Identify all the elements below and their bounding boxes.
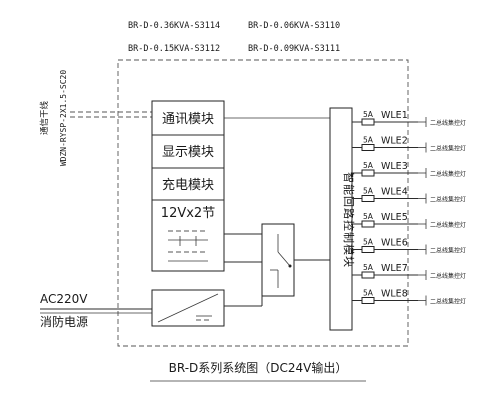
display-module: 显示模块 <box>162 145 214 160</box>
fuse-icon <box>361 195 375 202</box>
output-load-label: 二总线集控灯 <box>430 119 466 127</box>
output-load-label: 二总线集控灯 <box>430 247 466 255</box>
output-branch-4: 5A WLE4 二总线集控灯 <box>352 187 466 204</box>
fuse-rating: 5A <box>363 136 374 145</box>
fuse-icon <box>361 144 375 151</box>
diagram-caption: BR-D系列系统图（DC24V输出） <box>169 360 348 375</box>
output-branch-3: 5A WLE3 二总线集控灯 <box>352 161 466 178</box>
battery-cells-icon <box>168 230 208 262</box>
rectifier-icon <box>157 293 219 323</box>
fuse-rating: 5A <box>363 110 374 119</box>
output-load-label: 二总线集控灯 <box>430 145 466 153</box>
output-branch-7: 5A WLE7 二总线集控灯 <box>352 263 466 280</box>
fuse-rating: 5A <box>363 238 374 247</box>
output-circuits: 5A WLE1 二总线集控灯 5A WLE2 二总线集控灯 5A WLE3 二总线集控灯 5A WL… <box>352 110 466 306</box>
battery-module: 12Vx2节 <box>161 206 215 221</box>
fuse-rating: 5A <box>363 212 374 221</box>
output-name: WLE4 <box>381 187 408 198</box>
output-name: WLE8 <box>381 289 408 300</box>
output-load-label: 二总线集控灯 <box>430 272 466 280</box>
output-name: WLE3 <box>381 161 408 172</box>
model-code-4: BR-D-0.09KVA-S3111 <box>248 44 340 54</box>
fuse-icon <box>361 297 375 304</box>
fuse-icon <box>361 118 375 126</box>
output-name: WLE7 <box>381 263 408 274</box>
output-name: WLE2 <box>381 136 408 147</box>
ac-source-label: 消防电源 <box>40 314 88 329</box>
output-load-label: 二总线集控灯 <box>430 221 466 229</box>
model-code-1: BR-D-0.36KVA-S3114 <box>128 21 220 31</box>
fuse-rating: 5A <box>363 263 374 272</box>
model-code-2: BR-D-0.06KVA-S3110 <box>248 21 340 31</box>
fuse-rating: 5A <box>363 289 374 298</box>
ac-voltage-label: AC220V <box>40 292 88 306</box>
output-branch-6: 5A WLE6 二总线集控灯 <box>352 238 466 255</box>
model-code-3: BR-D-0.15KVA-S3112 <box>128 44 220 54</box>
fuse-icon <box>361 271 375 279</box>
fuse-icon <box>361 169 375 177</box>
cable-spec-label: WDZN-RYSP-2X1.5-SC20 <box>59 70 68 167</box>
module-stack <box>151 100 225 272</box>
output-load-label: 二总线集控灯 <box>430 298 466 306</box>
switch-contact-icon <box>270 234 292 288</box>
output-load-label: 二总线集控灯 <box>430 170 466 178</box>
comm-module: 通讯模块 <box>162 112 214 127</box>
output-name: WLE6 <box>381 238 408 249</box>
output-branch-5: 5A WLE5 二总线集控灯 <box>352 212 466 229</box>
fuse-rating: 5A <box>363 187 374 196</box>
fuse-rating: 5A <box>363 161 374 170</box>
comm-bus-label: 通信干线 <box>39 101 50 136</box>
loop-controller-box <box>329 107 353 331</box>
output-branch-2: 5A WLE2 二总线集控灯 <box>352 136 466 153</box>
output-load-label: 二总线集控灯 <box>430 196 466 204</box>
output-branch-1: 5A WLE1 二总线集控灯 <box>352 110 466 127</box>
loop-controller-label: 智能回路控制模块 <box>342 172 356 268</box>
enclosure-boundary <box>117 59 409 347</box>
output-name: WLE5 <box>381 212 408 223</box>
charge-module: 充电模块 <box>162 177 214 193</box>
fuse-icon <box>361 220 375 228</box>
output-branch-8: 5A WLE8 二总线集控灯 <box>352 289 466 306</box>
output-name: WLE1 <box>381 110 408 121</box>
fuse-icon <box>361 246 375 253</box>
